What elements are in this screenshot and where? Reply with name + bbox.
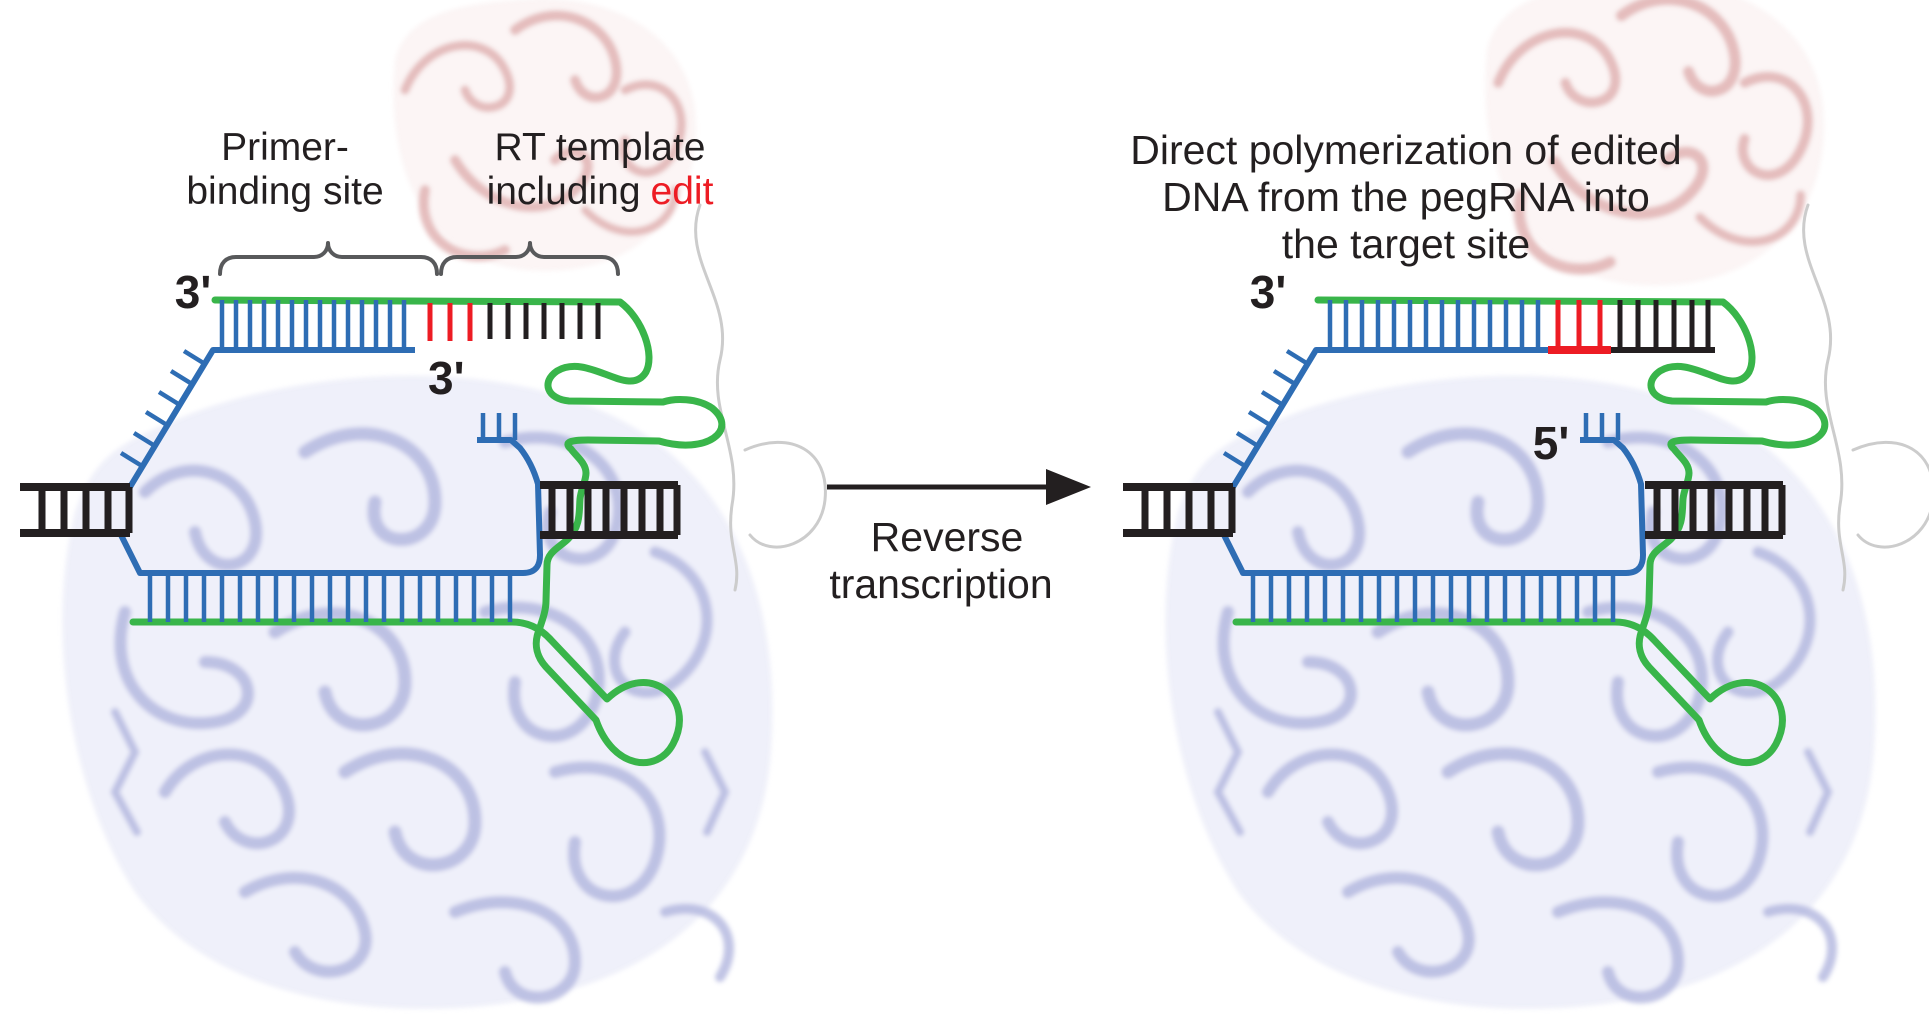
arrowhead <box>1046 469 1091 505</box>
rt-template-label-edit: edit <box>651 170 714 213</box>
primer-strand-left <box>127 347 415 489</box>
right-title-line1: Direct polymerization of edited <box>1130 127 1681 173</box>
pbs-label-line1: Primer- <box>221 126 349 169</box>
nick-fragment-ticks-left <box>480 413 518 440</box>
pegrna-3prime-label-right: 3' <box>1250 266 1287 318</box>
edited-duplex-rungs-black <box>1617 300 1711 350</box>
right-title-line3: the target site <box>1282 221 1530 267</box>
edited-duplex-rungs-red <box>1555 300 1603 350</box>
edited-duplex-rungs-blue <box>1327 300 1541 350</box>
rt-template-ticks-left <box>487 303 601 339</box>
target-dna-duplex-inner-left <box>540 481 681 539</box>
pegrna-3prime-label-left: 3' <box>175 266 212 318</box>
edited-strand-blue-segment <box>1230 347 1548 489</box>
arrow-label-line2: transcription <box>829 561 1052 607</box>
rt-template-label-including: including <box>487 170 641 213</box>
right-title-line2: DNA from the pegRNA into <box>1162 174 1650 220</box>
primer-3prime-label-left: 3' <box>428 352 465 404</box>
edit-ticks-left <box>427 303 473 341</box>
nick-5prime-label-right: 5' <box>1533 417 1570 469</box>
nick-fragment-ticks-right <box>1583 413 1621 440</box>
rt-template-brace <box>439 241 620 276</box>
reaction-arrow <box>827 469 1091 505</box>
nicked-strand-lower-left <box>117 437 543 576</box>
target-dna-duplex-outer-right <box>1123 483 1236 537</box>
pbs-brace <box>218 241 439 276</box>
unpaired-ticks-left <box>119 349 207 468</box>
nicked-strand-lower-right <box>1220 437 1646 576</box>
pbs-label-line2: binding site <box>186 170 383 213</box>
pbs-basepair-rungs-left <box>219 300 407 350</box>
spacer-duplex-rungs-left <box>147 574 513 622</box>
target-dna-duplex-outer-left <box>20 483 133 537</box>
arrow-label-line1: Reverse <box>871 514 1024 560</box>
spacer-duplex-rungs-right <box>1250 574 1616 622</box>
rt-template-label-line1: RT template <box>495 126 706 169</box>
unpaired-ticks-right <box>1222 349 1310 468</box>
target-dna-duplex-inner-right <box>1645 481 1786 539</box>
